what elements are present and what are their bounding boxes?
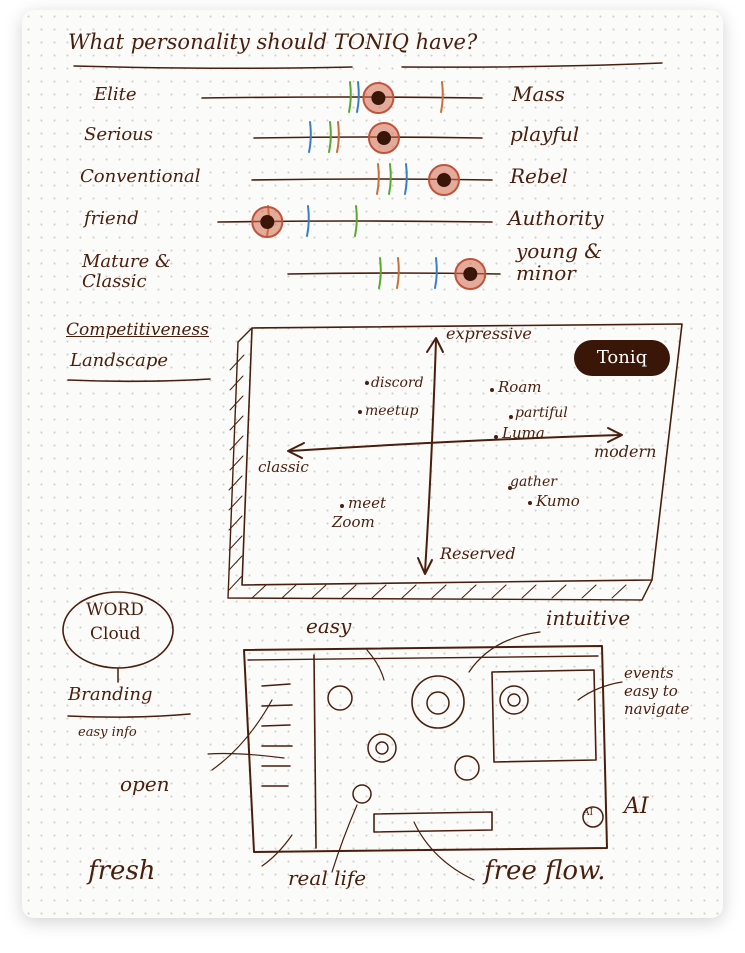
scale-tick — [308, 121, 312, 153]
wordcloud-heading-2: Cloud — [90, 624, 141, 644]
scale-right-label: Rebel — [510, 164, 568, 188]
word-label: AI — [624, 794, 649, 819]
word-label: real life — [288, 866, 367, 890]
ai-badge: AI — [583, 808, 594, 818]
word-label: events easy to navigate — [624, 664, 690, 718]
scale-right-label: young & minor — [516, 239, 603, 285]
axis-label-left: classic — [258, 458, 309, 476]
landscape-underline — [67, 378, 211, 383]
scale-tick — [396, 257, 400, 289]
branding-heading: Branding — [68, 684, 153, 705]
axis-label-right: modern — [594, 442, 657, 461]
competitor-label: discord — [371, 375, 424, 391]
scale-tick — [376, 163, 380, 195]
scale-tick — [336, 121, 340, 153]
competitor-label: meetup — [365, 403, 419, 419]
scale-left-label: Elite — [94, 84, 137, 105]
word-label: free flow. — [484, 856, 606, 886]
scale-right-label: Mass — [512, 82, 565, 106]
scale-dot-core — [463, 267, 478, 281]
axis-label-top: expressive — [446, 324, 532, 343]
competitor-label: Roam — [498, 378, 542, 396]
word-label: intuitive — [546, 606, 631, 630]
scale-tick — [434, 257, 438, 289]
scale-dot-core — [260, 215, 275, 229]
scale-left-label: Serious — [84, 124, 154, 145]
scale-line — [251, 178, 493, 181]
scale-dot-core — [376, 131, 391, 145]
scale-dot-core — [437, 173, 451, 187]
scale-tick — [378, 257, 382, 289]
scale-tick — [354, 205, 358, 237]
scale-tick — [404, 163, 408, 195]
competitor-label: Kumo — [536, 492, 580, 510]
competitor-label: gather — [510, 474, 557, 490]
sketch-drawing — [62, 62, 683, 881]
title-underline-right — [401, 62, 663, 68]
competitor-label: meet — [348, 494, 387, 512]
word-label: easy info — [78, 725, 137, 740]
scale-left-label: Mature & Classic — [82, 251, 171, 292]
scale-right-label: playful — [510, 122, 580, 146]
word-label: open — [120, 772, 170, 796]
branding-underline — [67, 713, 191, 718]
scale-lines — [201, 81, 501, 290]
word-label: fresh — [88, 856, 156, 886]
page-title: What personality should TONIQ have? — [68, 30, 478, 54]
scale-dot-core — [371, 91, 386, 105]
competitor-label: Zoom — [332, 513, 375, 531]
landscape-heading-2: Landscape — [70, 350, 169, 371]
scale-tick — [440, 81, 444, 113]
sketch-page: What personality should TONIQ have? Elit… — [22, 10, 723, 918]
scale-left-label: Conventional — [80, 166, 201, 187]
scale-right-label: Authority — [508, 206, 604, 230]
wireframe-sketch — [207, 631, 623, 881]
scale-left-label: friend — [84, 208, 139, 229]
scale-tick — [388, 163, 392, 195]
scale-tick — [306, 205, 310, 237]
scale-tick — [328, 121, 332, 153]
landscape-box — [227, 323, 683, 601]
landscape-heading: Competitiveness — [66, 320, 209, 340]
competitor-label: Luma — [502, 424, 545, 442]
wordcloud-heading: WORD — [86, 600, 144, 620]
word-label: easy — [306, 614, 352, 638]
title-underline — [73, 65, 353, 70]
competitor-label: partiful — [515, 405, 568, 421]
brand-badge: Toniq — [574, 340, 670, 376]
scale-tick — [348, 81, 352, 113]
scale-tick — [356, 81, 360, 113]
scale-line — [201, 96, 483, 99]
axis-label-bottom: Reserved — [440, 544, 516, 563]
